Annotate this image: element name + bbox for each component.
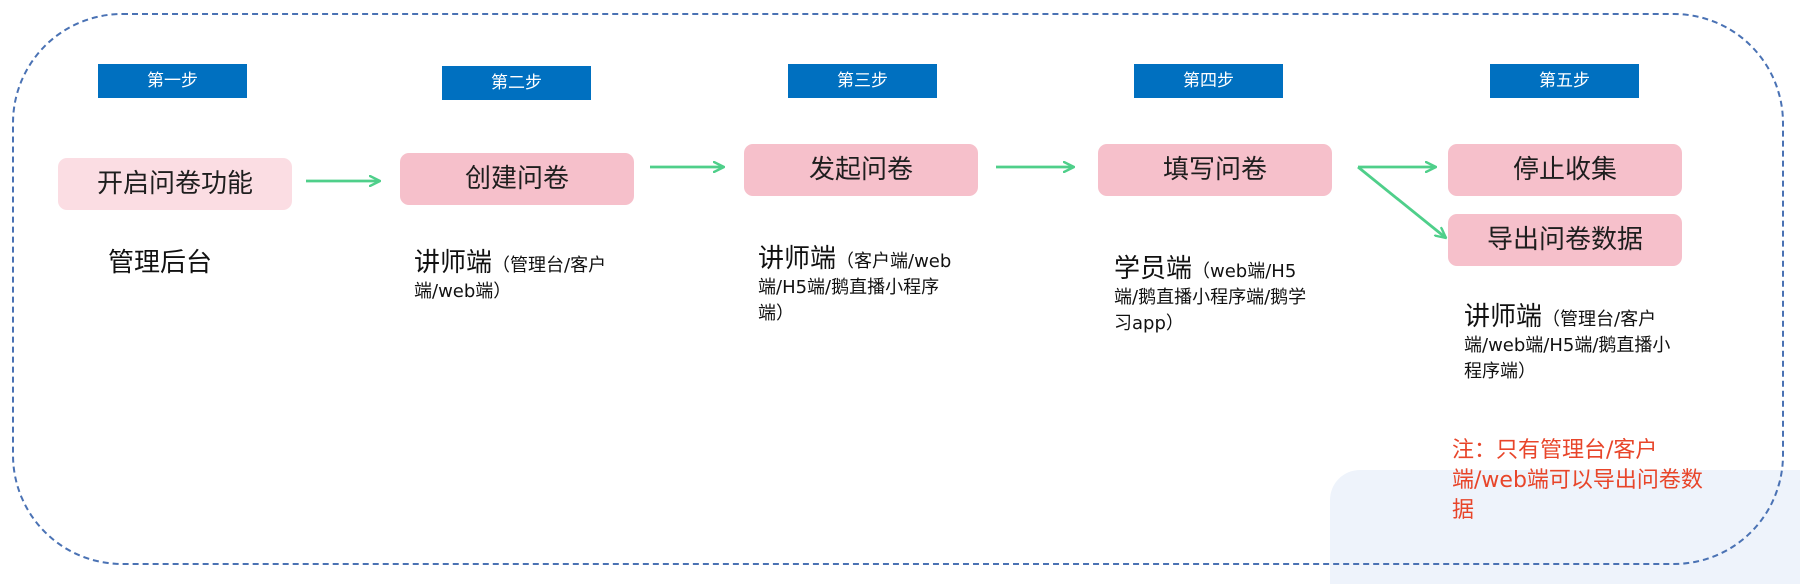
dashed-frame [12,13,1784,565]
actor-label: 学员端 [1114,254,1193,284]
step-label-5: 第五步 [1490,64,1639,98]
box-create-survey: 创建问卷 [400,153,634,205]
actor-step-2: 讲师端（管理台/客户端/web端） [414,250,614,305]
actor-detail: （web端/H5端/鹅直播小程序端/鹅学习app） [1114,261,1307,334]
box-launch-survey: 发起问卷 [744,144,978,196]
box-stop-collect: 停止收集 [1448,144,1682,196]
actor-label: 讲师端 [758,244,837,274]
box-enable-survey: 开启问卷功能 [58,158,292,210]
arrow-4-to-export [1357,165,1446,238]
actor-label: 管理后台 [108,248,213,278]
step-label-2: 第二步 [442,66,591,100]
step-label-3: 第三步 [788,64,937,98]
actor-label: 讲师端 [414,248,493,278]
actor-detail: （管理台/客户端/web端/H5端/鹅直播小程序端） [1464,309,1671,382]
actor-detail: （管理台/客户端/web端） [414,255,607,302]
actor-step-3: 讲师端（客户端/web端/H5端/鹅直播小程序端） [758,246,962,327]
actor-step-5: 讲师端（管理台/客户端/web端/H5端/鹅直播小程序端） [1464,304,1680,385]
actor-step-1: 管理后台 [108,250,212,279]
actor-detail: （客户端/web端/H5端/鹅直播小程序端） [758,251,952,324]
step-label-1: 第一步 [98,64,247,98]
box-export-data: 导出问卷数据 [1448,214,1682,266]
step-label-4: 第四步 [1134,64,1283,98]
actor-label: 讲师端 [1464,302,1543,332]
box-fill-survey: 填写问卷 [1098,144,1332,196]
actor-step-4: 学员端（web端/H5端/鹅直播小程序端/鹅学习app） [1114,256,1314,337]
export-note: 注：只有管理台/客户端/web端可以导出问卷数据 [1452,438,1703,523]
